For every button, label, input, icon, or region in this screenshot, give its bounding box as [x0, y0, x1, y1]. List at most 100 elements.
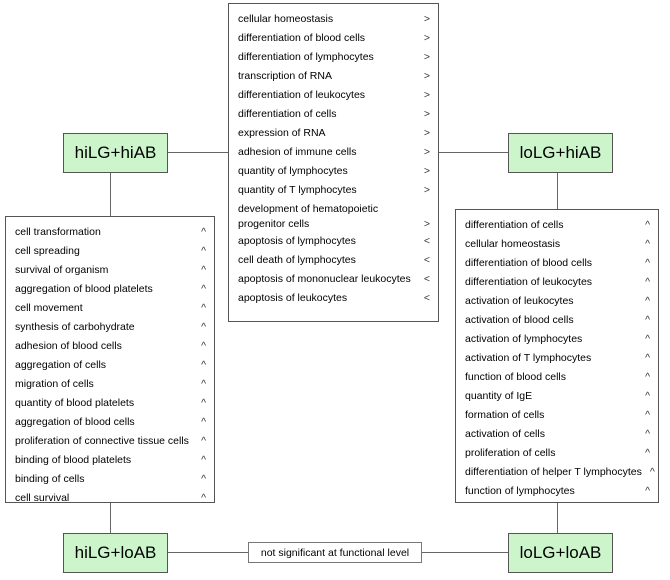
node-hilg-loab-label: hiLG+loAB — [74, 543, 157, 562]
function-label: quantity of lymphocytes — [238, 165, 348, 177]
function-direction-symbol: > — [423, 184, 430, 196]
function-row: function of blood cells^ — [465, 368, 650, 387]
function-direction-symbol: ^ — [201, 302, 206, 314]
node-lolg-loab[interactable]: loLG+loAB — [508, 533, 613, 573]
function-row: cell death of lymphocytes< — [238, 251, 430, 270]
function-direction-symbol: ^ — [645, 447, 650, 459]
function-label: differentiation of helper T lymphocytes — [465, 466, 642, 478]
function-label: quantity of IgE — [465, 390, 533, 402]
function-direction-symbol: > — [423, 165, 430, 177]
function-direction-symbol: > — [423, 89, 430, 101]
function-direction-symbol: > — [423, 70, 430, 82]
function-row: synthesis of carbohydrate^ — [15, 318, 206, 337]
function-label: formation of cells — [465, 409, 545, 421]
function-label: differentiation of leukocytes — [238, 89, 366, 101]
function-label: cell movement — [15, 302, 83, 314]
function-row: cell movement ^ — [15, 299, 206, 318]
function-direction-symbol: ^ — [645, 409, 650, 421]
node-hilg-hiab[interactable]: hiLG+hiAB — [63, 133, 168, 173]
function-row: aggregation of blood platelets ^ — [15, 280, 206, 299]
function-direction-symbol: ^ — [645, 390, 650, 402]
function-direction-symbol: ^ — [649, 466, 655, 478]
connector-leftbox-to-bottomleft — [110, 503, 111, 533]
function-label: aggregation of blood platelets — [15, 283, 153, 295]
function-label: differentiation of leukocytes — [465, 276, 593, 288]
function-label: quantity of blood platelets — [15, 397, 135, 409]
function-label: cell transformation — [15, 226, 101, 238]
function-direction-symbol: ^ — [201, 397, 206, 409]
node-hilg-loab[interactable]: hiLG+loAB — [63, 533, 168, 573]
function-label: proliferation of cells — [465, 447, 556, 459]
function-label: differentiation of blood cells — [238, 32, 366, 44]
function-label: cellular homeostasis — [465, 238, 561, 250]
function-row: proliferation of cells ^ — [465, 444, 650, 463]
function-direction-symbol: ^ — [645, 257, 650, 269]
function-direction-symbol: ^ — [201, 340, 206, 352]
function-row: differentiation of leukocytes > — [238, 86, 430, 105]
function-row: differentiation of lymphocytes> — [238, 48, 430, 67]
function-direction-symbol: < — [423, 292, 430, 304]
function-label: proliferation of connective tissue cells — [15, 435, 189, 447]
function-label: activation of cells — [465, 428, 545, 440]
function-row: survival of organism^ — [15, 261, 206, 280]
function-label: quantity of T lymphocytes — [238, 184, 357, 196]
function-row: cell survival^ — [15, 489, 206, 508]
function-row: activation of blood cells^ — [465, 311, 650, 330]
function-row: aggregation of cells^ — [15, 356, 206, 375]
function-label: activation of leukocytes — [465, 295, 574, 307]
function-direction-symbol: < — [423, 273, 430, 285]
function-row: differentiation of helper T lymphocytes ^ — [465, 463, 655, 482]
function-row: formation of cells ^ — [465, 406, 650, 425]
function-direction-symbol: > — [423, 32, 430, 44]
function-direction-symbol: ^ — [645, 219, 650, 231]
node-lolg-loab-label: loLG+loAB — [519, 543, 602, 562]
function-direction-symbol: ^ — [645, 238, 650, 250]
function-label: cell death of lymphocytes — [238, 254, 356, 266]
function-direction-symbol: ^ — [201, 378, 206, 390]
function-row: adhesion of blood cells^ — [15, 337, 206, 356]
function-direction-symbol: ^ — [645, 371, 650, 383]
function-direction-symbol: ^ — [201, 454, 206, 466]
node-lolg-hiab[interactable]: loLG+hiAB — [508, 133, 613, 173]
function-direction-symbol: ^ — [201, 359, 206, 371]
function-direction-symbol: ^ — [201, 321, 206, 333]
node-lolg-hiab-label: loLG+hiAB — [519, 143, 602, 162]
function-row: differentiation of leukocytes^ — [465, 273, 650, 292]
function-label: transcription of RNA — [238, 70, 332, 82]
function-row: activation of cells^ — [465, 425, 650, 444]
function-label: activation of blood cells — [465, 314, 574, 326]
function-direction-symbol: ^ — [201, 226, 206, 238]
function-label: apoptosis of leukocytes — [238, 292, 348, 304]
function-label: binding of cells — [15, 473, 85, 485]
connector-topleft-to-leftbox — [110, 173, 111, 216]
function-direction-symbol: ^ — [645, 333, 650, 345]
function-direction-symbol: < — [423, 235, 430, 247]
function-direction-symbol: ^ — [645, 352, 650, 364]
function-label: differentiation of lymphocytes — [238, 51, 374, 63]
function-direction-symbol: > — [423, 13, 430, 25]
function-direction-symbol: ^ — [201, 245, 206, 257]
function-row: cellular homeostasis ^ — [465, 235, 650, 254]
connector-bottomleft-to-caption — [168, 552, 248, 553]
function-label: differentiation of cells — [238, 108, 337, 120]
left-function-list: cell transformation ^ cell spreading ^ survi… — [5, 216, 215, 504]
function-row: quantity of blood platelets ^ — [15, 394, 206, 413]
function-label: apoptosis of mononuclear leukocytes — [238, 273, 411, 285]
function-row: proliferation of connective tissue cells… — [15, 432, 206, 451]
function-label: survival of organism — [15, 264, 109, 276]
function-direction-symbol: > — [423, 218, 430, 230]
connector-center-to-topright — [439, 152, 508, 153]
function-row: differentiation of cells^ — [465, 216, 650, 235]
connector-topright-to-rightbox — [557, 173, 558, 209]
right-function-list: differentiation of cells^cellular homeos… — [455, 209, 659, 503]
function-row: apoptosis of lymphocytes< — [238, 232, 430, 251]
function-row: apoptosis of mononuclear leukocytes < — [238, 270, 430, 289]
function-label: cell survival — [15, 492, 70, 504]
function-direction-symbol: ^ — [201, 283, 206, 295]
function-label: cell spreading — [15, 245, 80, 257]
function-direction-symbol: > — [423, 146, 430, 158]
center-function-list: cellular homeostasis>differentiation of … — [228, 3, 439, 322]
function-label: differentiation of blood cells — [465, 257, 593, 269]
